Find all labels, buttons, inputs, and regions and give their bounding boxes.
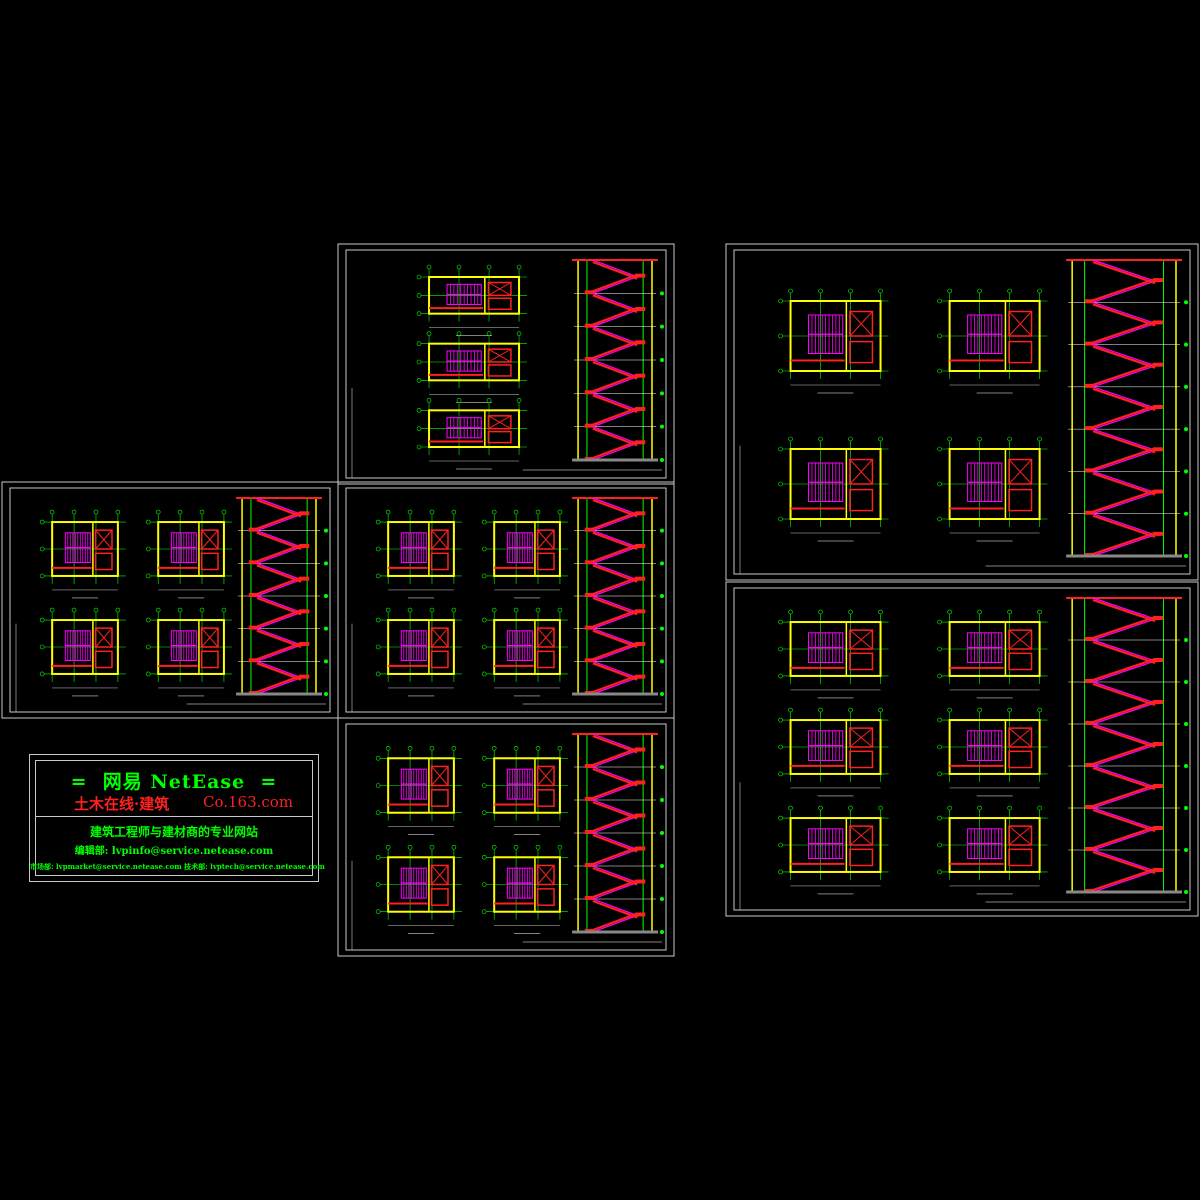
sheet-bottom-center — [337, 717, 675, 957]
stair-plan — [778, 288, 889, 394]
stair-section — [1066, 259, 1188, 558]
site-domain-text: Co.163.com — [203, 793, 294, 811]
stair-plan — [937, 805, 1048, 895]
stair-plan — [778, 609, 889, 699]
sheet-inner-frame — [345, 723, 667, 951]
stair-plan — [39, 607, 126, 697]
stair-plan — [375, 509, 462, 599]
stair-plan — [145, 509, 232, 599]
sheet-top-middle — [337, 243, 675, 485]
sheet-right-top — [725, 243, 1199, 581]
site-name-text: 土木在线·建筑 — [74, 795, 170, 813]
stair-plan — [937, 288, 1048, 394]
stair-plan — [416, 398, 528, 470]
sheet-outer-frame — [337, 717, 675, 957]
site-slogan-text: 建筑工程师与建材商的专业网站 — [89, 825, 258, 839]
stair-section — [572, 497, 664, 696]
sheet-outer-frame — [725, 581, 1199, 917]
stair-plan — [481, 745, 568, 835]
sheet-middle-center — [337, 481, 675, 719]
stair-plan — [375, 745, 462, 835]
sheet-inner-frame — [345, 249, 667, 479]
editor-email-text: 编辑部: lvpinfo@service.netease.com — [74, 846, 274, 857]
stair-plan — [375, 607, 462, 697]
stair-plan — [778, 805, 889, 895]
sheet-middle-left — [1, 481, 339, 719]
stair-plan — [937, 707, 1048, 797]
stair-plan — [416, 331, 528, 403]
stair-plan — [39, 509, 126, 599]
title-block-inner-frame — [35, 760, 313, 876]
stair-plan — [481, 509, 568, 599]
stair-plan — [145, 607, 232, 697]
stair-plan — [937, 436, 1048, 542]
stair-section — [236, 497, 328, 696]
netease-title-block: = 网易 NetEase = 土木在线·建筑 Co.163.com 建筑工程师与… — [29, 754, 325, 882]
sheet-outer-frame — [725, 243, 1199, 581]
sheet-inner-frame — [733, 249, 1191, 575]
stair-plan — [937, 609, 1048, 699]
stair-plan — [481, 607, 568, 697]
sheet-inner-frame — [345, 487, 667, 713]
stair-plan — [778, 707, 889, 797]
stair-plan — [375, 844, 462, 934]
stair-section — [572, 259, 664, 462]
sheet-inner-frame — [733, 587, 1191, 911]
stair-plan — [416, 264, 528, 336]
stair-section — [1066, 597, 1188, 894]
sheet-inner-frame — [9, 487, 331, 713]
contact-emails-text: 市场部: lvpmarket@service.netease.com 技术部: … — [30, 862, 325, 871]
sheet-outer-frame — [337, 243, 675, 485]
sheet-right-bottom — [725, 581, 1199, 917]
stair-plan — [481, 844, 568, 934]
stair-section — [572, 733, 664, 934]
stair-plan — [778, 436, 889, 542]
netease-logo-text: = 网易 NetEase = — [70, 771, 278, 793]
title-block-divider — [35, 816, 313, 817]
drawing-sheets — [1, 243, 1199, 957]
